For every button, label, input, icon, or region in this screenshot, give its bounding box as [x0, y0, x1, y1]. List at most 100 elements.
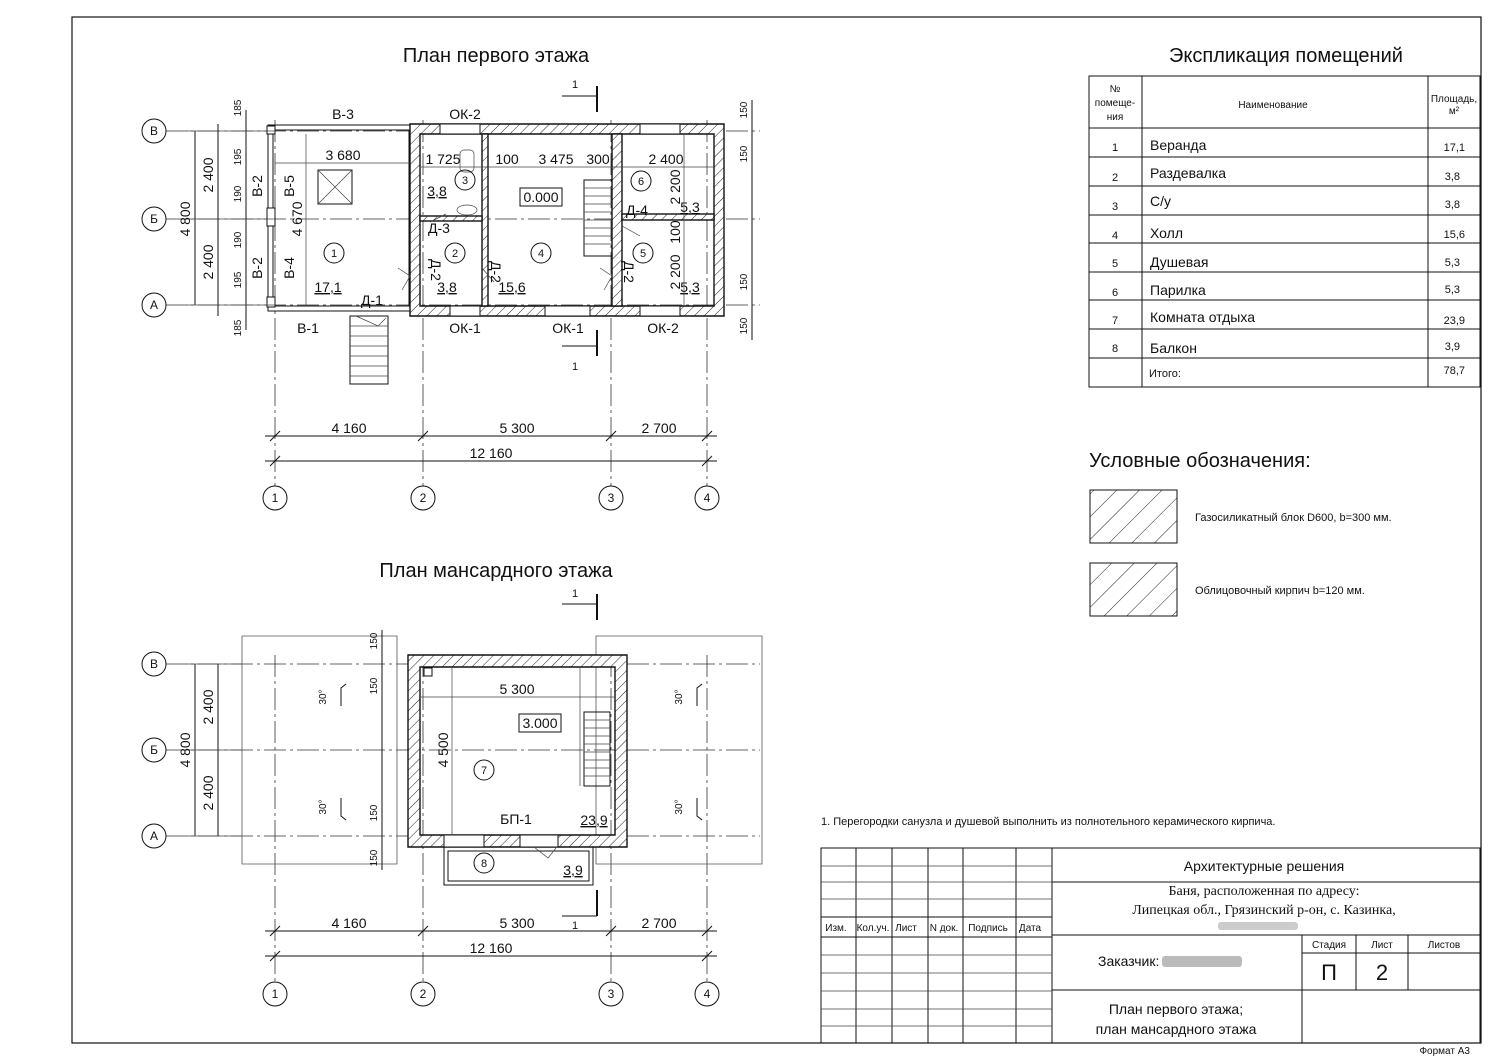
inner-dim: 2 200	[667, 169, 683, 204]
side-dim: 150	[369, 632, 380, 649]
opening-label: В-4	[281, 257, 297, 279]
opening-label: Д-2	[488, 261, 504, 283]
inner-dim: 2 200	[667, 254, 683, 289]
axis-letter: Б	[150, 212, 158, 226]
opening-label: В-2	[249, 175, 265, 197]
room-number: 3	[462, 175, 468, 187]
axis-number: 4	[704, 987, 711, 1001]
plan1-level: 0.000	[523, 189, 558, 205]
right-dim: 150	[739, 273, 750, 290]
row-num: 6	[1112, 287, 1118, 299]
axis-letter: А	[150, 298, 158, 312]
row-num: 3	[1112, 201, 1118, 213]
room-area: 5,3	[680, 199, 700, 215]
stamp-sheet-head: Лист	[1371, 940, 1393, 951]
sheet-frame	[71, 16, 1482, 1044]
plan2-title: План мансардного этажа	[379, 560, 613, 582]
attic-floor-plan: План мансардного этажа 3.000	[141, 560, 763, 1007]
stamp-col: Дата	[1019, 923, 1042, 934]
head-area: м²	[1449, 106, 1460, 117]
bottom-dim: 4 160	[331, 915, 366, 931]
stamp-drawing-1: План первого этажа;	[1109, 1001, 1243, 1017]
axis-number: 3	[608, 491, 615, 505]
opening-label: Д-1	[361, 292, 383, 308]
roof-slope: 30°	[318, 689, 329, 704]
row-name: Веранда	[1150, 137, 1207, 153]
redacted-address	[1218, 922, 1298, 930]
section-mark: 1	[572, 361, 578, 373]
right-dim: 150	[739, 145, 750, 162]
bottom-dim: 4 160	[331, 420, 366, 436]
redacted-customer	[1162, 956, 1242, 967]
inner-dim: 2 400	[648, 151, 683, 167]
bottom-dim-total: 12 160	[470, 940, 513, 956]
row-name: Балкон	[1150, 340, 1197, 356]
format-label: Формат А3	[1419, 1046, 1470, 1057]
plan1-room-markers: 1 2 3 4 5 6	[323, 169, 654, 264]
room-number: 8	[481, 858, 487, 870]
stamp-col: Кол.уч.	[857, 923, 890, 934]
axis-number: 1	[272, 987, 279, 1001]
left-dim: 195	[233, 271, 244, 288]
side-dim: 150	[369, 804, 380, 821]
left-dim: 195	[233, 148, 244, 165]
legend: Условные обозначения: Газосиликатный бло…	[1089, 450, 1392, 617]
section-mark: 1	[572, 79, 578, 91]
bottom-dim-total: 12 160	[470, 445, 513, 461]
roof-slope: 30°	[674, 689, 685, 704]
stamp-col: Изм.	[825, 923, 846, 934]
note-text: 1. Перегородки санузла и душевой выполни…	[821, 816, 1275, 828]
left-dim-total: 4 800	[177, 732, 193, 767]
roof-slope: 30°	[318, 799, 329, 814]
axis-letter: А	[150, 829, 158, 843]
opening-label: ОК-1	[552, 320, 584, 336]
opening-label: ОК-1	[449, 320, 481, 336]
inner-dim: 4 670	[289, 201, 305, 236]
explication-title: Экспликация помещений	[1169, 45, 1403, 67]
left-dim: 190	[233, 185, 244, 202]
stamp-drawing-2: план мансардного этажа	[1096, 1021, 1257, 1037]
opening-label: В-5	[281, 175, 297, 197]
side-dim: 150	[369, 849, 380, 866]
stamp-col: N док.	[930, 923, 959, 934]
room-area: 15,6	[498, 279, 525, 295]
opening-label: Д-3	[428, 220, 450, 236]
row-num: 7	[1112, 315, 1118, 327]
row-area: 23,9	[1444, 315, 1465, 327]
room-number: 4	[538, 248, 544, 260]
row-name: Душевая	[1150, 254, 1208, 270]
explication-table: Экспликация помещений № помеще- ния Наим…	[1088, 45, 1481, 388]
stamp-stage: П	[1321, 960, 1337, 985]
plan1-title: План первого этажа	[403, 45, 590, 67]
left-dim: 2 400	[200, 157, 216, 192]
row-num: 8	[1112, 343, 1118, 355]
row-name: Парилка	[1150, 282, 1206, 298]
stamp-address-2: Липецкая обл., Грязинский р-он, с. Казин…	[1132, 903, 1395, 918]
opening-label: Д-4	[626, 202, 648, 218]
stamp-address-1: Баня, расположенная по адресу:	[1168, 884, 1359, 899]
legend-label: Облицовочный кирпич b=120 мм.	[1195, 585, 1365, 597]
legend-swatch-gas-block	[1089, 489, 1178, 544]
room-area: 23,9	[580, 812, 607, 828]
opening-label: ОК-2	[647, 320, 679, 336]
plan2-level: 3.000	[522, 715, 557, 731]
row-area: 15,6	[1444, 229, 1465, 241]
head-name: Наименование	[1238, 100, 1308, 111]
stamp-stage-head: Стадия	[1312, 940, 1346, 951]
title-block: Изм. Кол.уч. Лист N док. Подпись Дата Ар…	[820, 847, 1481, 1044]
room-area: 3,8	[427, 183, 447, 199]
inner-dim: 3 475	[538, 151, 573, 167]
opening-label: В-1	[297, 320, 319, 336]
inner-dim: 100	[667, 220, 683, 244]
head-num: ния	[1107, 112, 1124, 123]
axis-number: 3	[608, 987, 615, 1001]
stamp-col: Подпись	[968, 923, 1008, 934]
bottom-dim: 5 300	[499, 420, 534, 436]
total-label: Итого:	[1149, 368, 1181, 380]
row-area: 17,1	[1444, 142, 1465, 154]
axis-letter: Б	[150, 743, 158, 757]
axis-number: 1	[272, 491, 279, 505]
axis-letter: В	[150, 124, 158, 138]
row-num: 1	[1112, 142, 1118, 154]
